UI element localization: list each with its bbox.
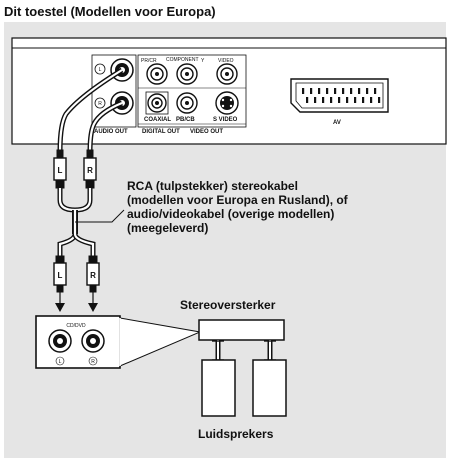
cable-label-line-1: RCA (tulpstekker) stereokabel [127, 179, 298, 193]
scart-pin [302, 88, 305, 94]
cable-label-line-3: audio/videokabel (overige modellen) [127, 207, 334, 221]
scart-pin [322, 97, 325, 103]
coaxial-jack [145, 91, 169, 115]
scart-pin [310, 88, 313, 94]
scart-pin [354, 97, 357, 103]
cable-leader-line [75, 209, 125, 223]
lower-plug-r-label: R [90, 271, 96, 280]
cable-label-line-4: (meegeleverd) [127, 221, 208, 235]
speakers-label: Luidsprekers [198, 427, 274, 441]
coaxial-label: COAXIAL [144, 117, 171, 123]
audio-out-l-label: L [99, 67, 102, 73]
device-rear-panel: L R AUDIO OUT PR/CR COMPONENT Y VIDEO [11, 37, 447, 145]
cd-dvd-label: CD/DVD [66, 323, 86, 329]
upper-plug-l-label: L [58, 166, 63, 175]
scart-pin [378, 97, 381, 103]
lower-plug-l [53, 255, 67, 293]
scart-pin [370, 97, 373, 103]
scart-pin [330, 97, 333, 103]
y-label: Y [201, 58, 205, 64]
pb-cb-jack [176, 92, 198, 114]
arrow-down-l [55, 303, 65, 312]
scart-pin [362, 97, 365, 103]
amp-jack-l [48, 329, 72, 353]
s-video-label: S VIDEO [213, 117, 238, 123]
pb-cb-label: PB/CB [176, 117, 195, 123]
scart-pin [358, 88, 361, 94]
scart-pin [334, 88, 337, 94]
cable-label: RCA (tulpstekker) stereokabel (modellen … [127, 179, 349, 235]
amp-input-panel: CD/DVD L R [35, 315, 121, 369]
scart-pin [306, 97, 309, 103]
scart-pin [338, 97, 341, 103]
speaker-left [201, 359, 236, 417]
av-scart-connector [290, 78, 389, 113]
s-video-jack [215, 91, 239, 115]
scart-pin [318, 88, 321, 94]
audio-out-r-label: R [98, 101, 102, 107]
scart-pin [350, 88, 353, 94]
stereo-cable [53, 67, 124, 306]
scart-pin [346, 97, 349, 103]
lower-plug-l-label: L [58, 271, 63, 280]
amplifier-box [198, 319, 285, 341]
upper-plug-r-label: R [87, 166, 93, 175]
upper-plug-r [83, 149, 97, 189]
scart-pin [374, 88, 377, 94]
lower-plug-r [86, 255, 100, 293]
title: Dit toestel (Modellen voor Europa) [4, 4, 216, 19]
scart-pin [314, 97, 317, 103]
amplifier-label: Stereoversterker [180, 298, 276, 312]
video-label: VIDEO [218, 58, 234, 64]
audio-out-label: AUDIO OUT [94, 129, 128, 135]
digital-out-label: DIGITAL OUT [142, 129, 180, 135]
av-label: AV [333, 120, 341, 126]
upper-plug-l [53, 149, 67, 189]
amp-r-label: R [91, 359, 95, 365]
y-jack [176, 63, 198, 85]
video-jack [216, 63, 238, 85]
video-out-label: VIDEO OUT [190, 129, 223, 135]
cable-label-line-2: (modellen voor Europa en Rusland), of [127, 193, 349, 207]
scart-pin [342, 88, 345, 94]
pr-cr-jack [146, 63, 168, 85]
component-label: COMPONENT [166, 57, 199, 63]
pr-cr-label: PR/CR [141, 58, 157, 64]
scart-pin [326, 88, 329, 94]
amp-jack-r [81, 329, 105, 353]
amp-l-label: L [59, 359, 62, 365]
scart-pin [366, 88, 369, 94]
arrow-down-r [88, 303, 98, 312]
speaker-right [252, 359, 287, 417]
